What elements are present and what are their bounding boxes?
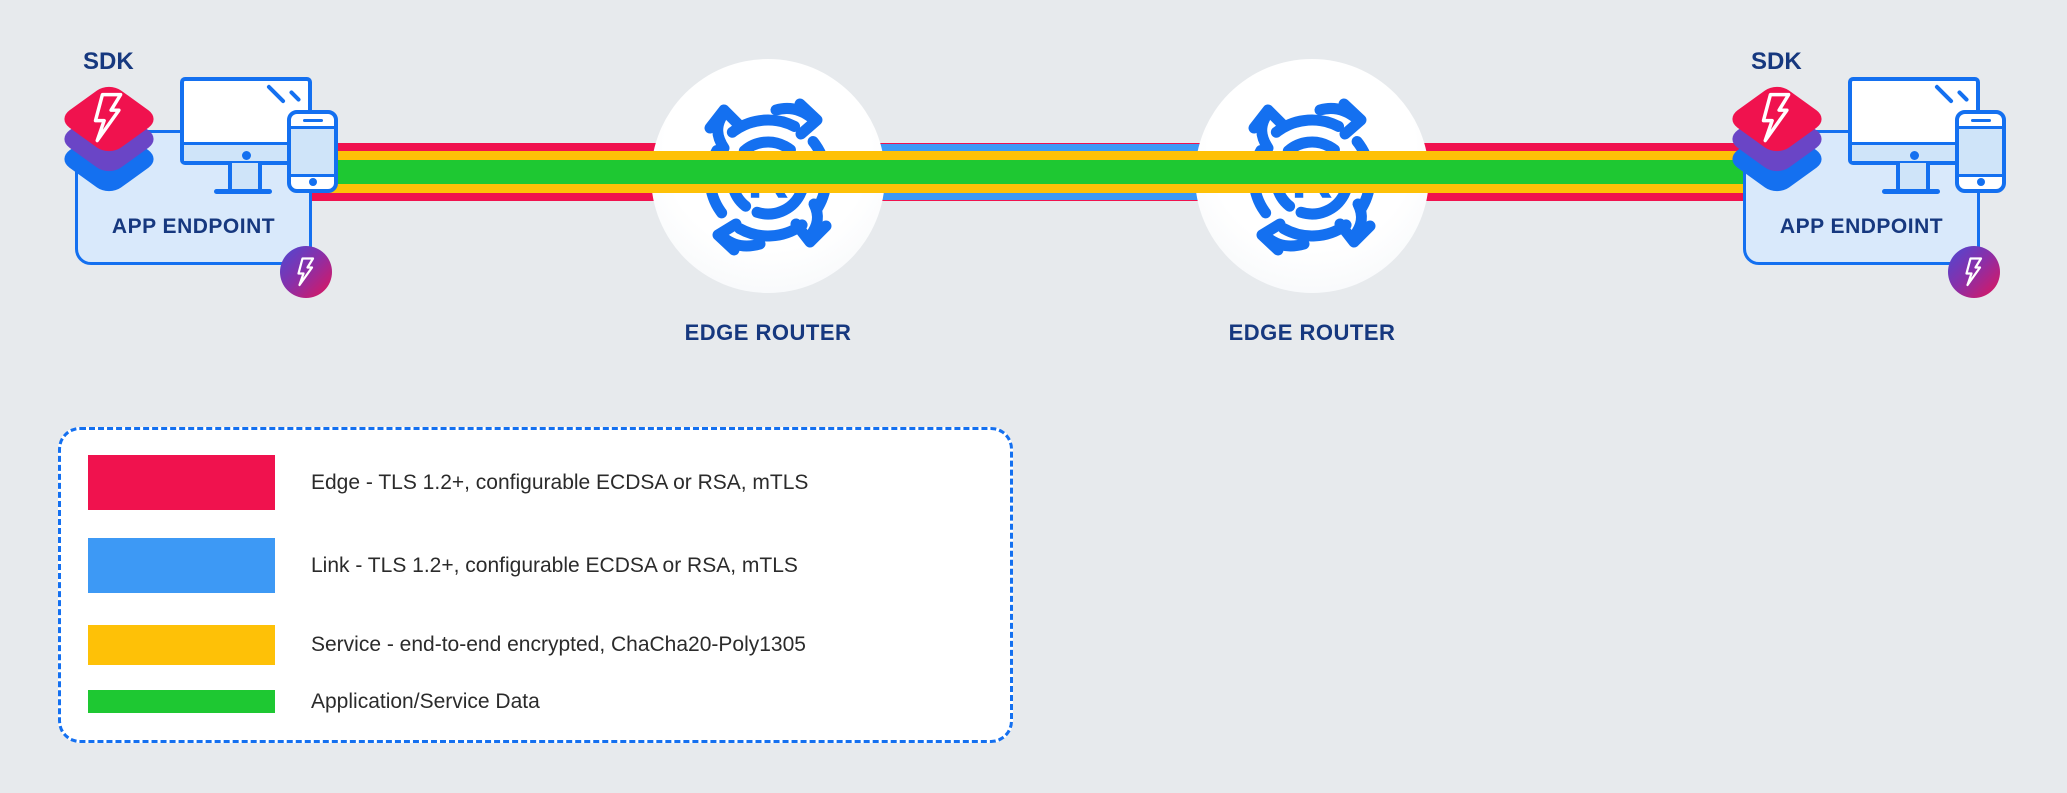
legend-label: Edge - TLS 1.2+, configurable ECDSA or R…	[311, 470, 809, 494]
ziti-badge-icon	[280, 246, 332, 298]
monitor-base	[1882, 189, 1940, 194]
monitor-dot	[1910, 151, 1919, 160]
lightning-bolt-icon	[93, 92, 123, 143]
monitor-chin	[1852, 142, 1976, 161]
phone-speaker	[1970, 119, 1991, 122]
phone-speaker	[302, 119, 323, 122]
edge-router-label: EDGE ROUTER	[684, 320, 852, 345]
service-stripe-bottom	[310, 184, 1743, 193]
link-stripe-bottom	[769, 193, 1312, 200]
legend-swatch-edge	[88, 455, 275, 510]
monitor-base	[214, 189, 272, 194]
legend-swatch-service	[88, 625, 275, 665]
monitor-stand	[228, 163, 262, 192]
phone-home-button	[1976, 178, 1985, 186]
edge-router-label: EDGE ROUTER	[1228, 320, 1396, 345]
legend-label: Application/Service Data	[311, 689, 540, 713]
legend-swatch-application	[88, 690, 275, 713]
monitor-chin	[184, 142, 308, 161]
legend-swatch-link	[88, 538, 275, 593]
ziti-badge-icon	[1948, 246, 2000, 298]
link-stripe-top	[769, 144, 1312, 151]
phone-screen	[291, 126, 334, 177]
sdk-label: SDK	[1751, 48, 1802, 75]
legend-label: Link - TLS 1.2+, configurable ECDSA or R…	[311, 553, 798, 577]
legend-label: Service - end-to-end encrypted, ChaCha20…	[311, 633, 806, 656]
sdk-label: SDK	[83, 48, 134, 75]
phone-icon	[287, 110, 338, 193]
phone-icon	[1955, 110, 2006, 193]
lightning-bolt-icon	[1761, 92, 1791, 143]
app-endpoint-label: APP ENDPOINT	[1779, 215, 1944, 238]
phone-screen	[1959, 126, 2002, 177]
app-endpoint-label: APP ENDPOINT	[111, 215, 276, 238]
legend-box: Edge - TLS 1.2+, configurable ECDSA or R…	[58, 427, 1013, 743]
lightning-bolt-icon	[1965, 257, 1983, 287]
application-data-stripe	[310, 160, 1743, 184]
service-stripe-top	[310, 151, 1743, 160]
lightning-bolt-icon	[297, 257, 315, 287]
monitor-stand	[1896, 163, 1930, 192]
phone-home-button	[308, 178, 317, 186]
monitor-dot	[242, 151, 251, 160]
